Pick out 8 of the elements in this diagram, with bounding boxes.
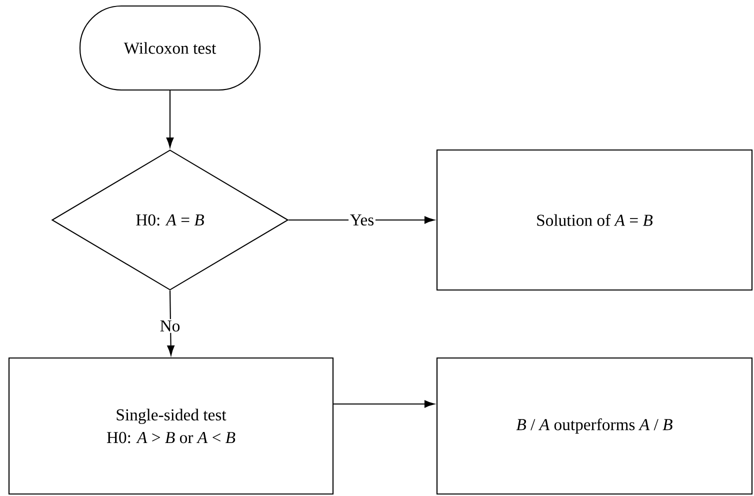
- edge-label: Yes: [348, 213, 376, 227]
- arrow: [166, 90, 174, 148]
- arrow: [334, 400, 435, 408]
- process-box: B / A outperforms A / B: [436, 357, 753, 495]
- process-box: Single-sided test H0: A > B or A < B: [8, 357, 334, 495]
- edge-label: No: [158, 319, 182, 333]
- arrow: [167, 290, 174, 356]
- process-box: Solution of A = B: [436, 149, 753, 291]
